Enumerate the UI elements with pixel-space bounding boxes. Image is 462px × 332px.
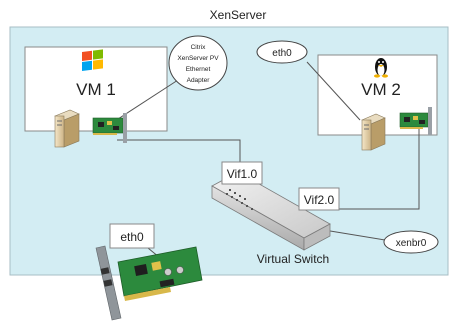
- vif2-label: Vif2.0: [304, 193, 335, 207]
- pv-adapter-callout-line1: Citrix: [191, 44, 207, 51]
- virtual-switch-label: Virtual Switch: [257, 252, 329, 266]
- vm2-label: VM 2: [361, 80, 401, 99]
- linux-tux-icon: [374, 58, 388, 78]
- network-card-icon: [399, 107, 432, 135]
- network-switch-icon: [211, 171, 331, 251]
- vm2-eth0-label: eth0: [272, 48, 292, 59]
- network-card-icon: [95, 245, 203, 321]
- vif1-label: Vif1.0: [227, 167, 258, 181]
- vif2-box: [298, 187, 340, 211]
- bridge-label: xenbr0: [396, 238, 427, 249]
- computer-tower-icon: [54, 109, 80, 148]
- pv-adapter-callout-line3: Ethernet: [186, 66, 211, 73]
- physical-eth0-label: eth0: [120, 230, 144, 244]
- computer-tower-icon: [361, 113, 386, 151]
- bridge-callout: [383, 230, 439, 254]
- vm2-eth0-callout: [256, 40, 308, 64]
- pv-adapter-callout: [168, 35, 228, 91]
- windows-logo-icon: [82, 49, 103, 71]
- callout-leader-vm1: [117, 79, 179, 120]
- vm1-label: VM 1: [76, 80, 116, 99]
- callout-leader-vm2: [306, 61, 361, 121]
- vm1-to-vif1-line: [117, 139, 241, 166]
- vm2-to-vif2-line: [318, 127, 420, 210]
- pv-adapter-callout-line4: Adapter: [187, 77, 211, 84]
- connection-lines: [117, 61, 420, 263]
- physical-eth0-box: [109, 223, 155, 249]
- pv-adapter-callout-line2: XenServer PV: [177, 55, 219, 62]
- network-card-icon: [92, 113, 127, 143]
- diagram-title: XenServer: [210, 8, 267, 22]
- vif1-box: [221, 161, 263, 185]
